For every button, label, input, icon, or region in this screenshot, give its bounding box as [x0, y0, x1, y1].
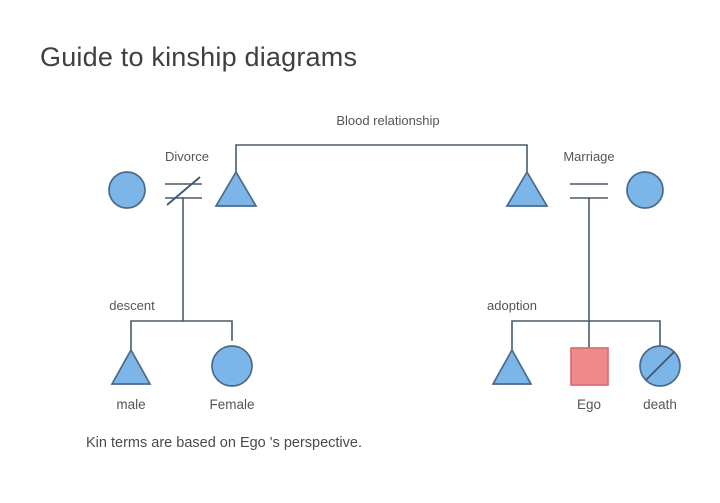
male-triangle-icon: [214, 170, 258, 207]
child-male[interactable]: male: [110, 348, 152, 412]
male-triangle-icon: [110, 348, 152, 385]
child-male-label: male: [116, 397, 145, 412]
female-circle-icon: [108, 171, 146, 209]
death-slash-icon: [645, 351, 675, 381]
child-deceased-female[interactable]: death: [639, 345, 681, 412]
child-adopted-male[interactable]: [491, 348, 533, 385]
female-circle-icon: [211, 345, 253, 387]
death-label: death: [643, 397, 677, 412]
male-triangle-icon: [491, 348, 533, 385]
ego-square-icon: [570, 347, 609, 386]
child-ego[interactable]: Ego: [570, 347, 609, 412]
child-female-label: Female: [209, 397, 254, 412]
blood-relationship-connector: [235, 144, 528, 173]
diagram-caption: Kin terms are based on Ego 's perspectiv…: [86, 435, 362, 451]
parent-right-female[interactable]: [626, 171, 664, 209]
divorce-symbol[interactable]: [165, 176, 202, 322]
blood-relationship-label: Blood relationship: [336, 113, 439, 128]
ego-label: Ego: [577, 397, 601, 412]
parent-right-male[interactable]: [505, 170, 549, 207]
descent-connector: [130, 320, 233, 356]
divorce-label: Divorce: [165, 149, 209, 164]
marriage-label: Marriage: [563, 149, 614, 164]
child-female[interactable]: Female: [209, 345, 255, 412]
adoption-connector: [511, 320, 661, 356]
male-triangle-icon: [505, 170, 549, 207]
descent-label: descent: [109, 298, 155, 313]
parent-left-male[interactable]: [214, 170, 258, 207]
page-title: Guide to kinship diagrams: [40, 42, 358, 72]
female-circle-icon: [626, 171, 664, 209]
marriage-symbol[interactable]: [570, 183, 608, 349]
parent-left-female[interactable]: [108, 171, 146, 209]
adoption-label: adoption: [487, 298, 537, 313]
